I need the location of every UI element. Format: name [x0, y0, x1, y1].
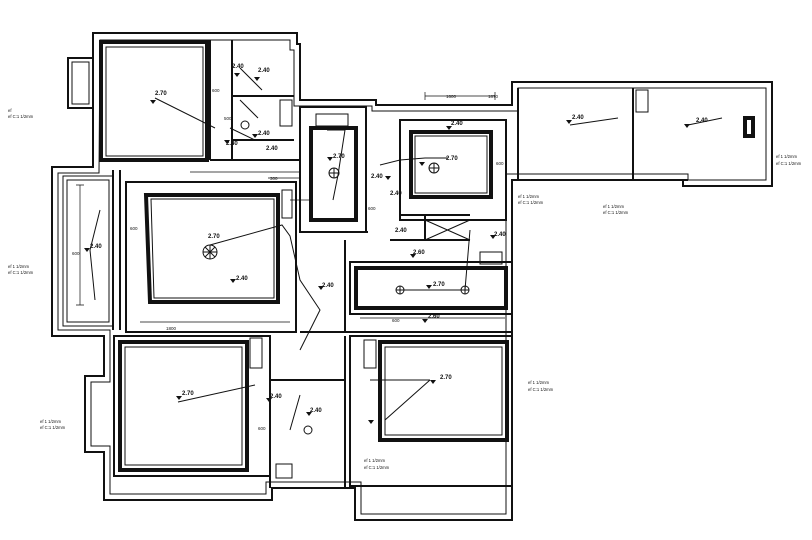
bedroom-sw: [113, 335, 271, 477]
level-label: 2.70: [155, 91, 167, 97]
window-note: ef 1 1/2mm: [40, 419, 61, 424]
level-label: 2.70: [433, 282, 445, 288]
window-note: ef 1 1/2mm: [603, 204, 624, 209]
level-label: 2.40: [451, 121, 463, 127]
level-label: 2.40: [322, 283, 334, 289]
bedroom-nw: [99, 40, 209, 162]
level-label: 2.40: [258, 68, 270, 74]
west-strip-room: [62, 170, 121, 330]
level-label: 2.40: [270, 394, 282, 400]
dimension-label: 600: [258, 426, 266, 431]
outer-walls: [51, 32, 773, 521]
level-label: 2.40: [232, 64, 244, 70]
level-label: 2.40: [90, 244, 102, 250]
kitchen: [390, 119, 507, 241]
level-label: 2.60: [428, 314, 440, 320]
level-label: 2.40: [310, 408, 322, 414]
level-label: 2.40: [395, 228, 407, 234]
level-label: 2.40: [572, 115, 584, 121]
level-label: 2.40: [266, 146, 278, 152]
level-label: 2.40: [236, 276, 248, 282]
dimension-label: 500: [224, 116, 232, 121]
dimension-lines: [76, 92, 505, 323]
dining: [349, 251, 513, 315]
level-label: 2.40: [258, 131, 270, 137]
level-labels: 2.70 2.40 2.40 2.40 2.40 2.40 2.70 2.40 …: [90, 64, 708, 414]
ne-rooms: [517, 88, 755, 181]
dimension-label: 600: [368, 206, 376, 211]
level-label: 2.70: [446, 156, 458, 162]
wiring: [89, 67, 723, 431]
living-room: [125, 181, 297, 333]
window-note: ef C:1 1/2mm: [776, 161, 802, 166]
window-notes: ef ef C:1 1/2mm ef 1 1/2mm ef C:1 1/2mm …: [8, 108, 802, 470]
dimension-label: 1800: [166, 326, 177, 331]
level-label: 2.40: [371, 174, 383, 180]
window-note: ef: [8, 108, 12, 113]
dimension-label: 600: [72, 251, 80, 256]
window-note: ef C:1 1/2mm: [603, 210, 629, 215]
window-note: ef C:1 1/2mm: [8, 114, 34, 119]
window-note: ef 1 1/2mm: [776, 154, 797, 159]
window-note: ef 1 1/2mm: [518, 194, 539, 199]
level-label: 2.70: [440, 375, 452, 381]
window-note: ef C:1 1/2mm: [518, 200, 544, 205]
level-label: 2.60: [413, 250, 425, 256]
level-label: 2.40: [696, 118, 708, 124]
dimension-label: 600: [212, 88, 220, 93]
light-fixtures: [202, 120, 470, 435]
level-label: 2.70: [182, 391, 194, 397]
dimension-label: 1870: [488, 94, 499, 99]
window-note: ef 1 1/2mm: [8, 264, 29, 269]
dimension-label: 600: [130, 226, 138, 231]
dimension-label: 300: [270, 176, 278, 181]
dimension-label: 1600: [446, 94, 457, 99]
window-note: ef C:1 1/2mm: [364, 465, 390, 470]
dimension-label: 600: [392, 318, 400, 323]
dimension-text: 600 500 600 300 600 1600 1870 600 600 18…: [72, 88, 504, 431]
level-label: 2.40: [390, 191, 402, 197]
window-note: ef 1 1/2mm: [528, 380, 549, 385]
north-small-rooms: [209, 40, 300, 161]
window-note: ef C:1 1/2mm: [8, 270, 34, 275]
bath-north: [299, 106, 367, 233]
level-label: 2.70: [208, 234, 220, 240]
level-label: 2.40: [494, 232, 506, 238]
window-note: ef C:1 1/2mm: [40, 425, 66, 430]
bedroom-se: [349, 335, 513, 487]
window-note: ef 1 1/2mm: [364, 458, 385, 463]
dimension-label: 600: [496, 161, 504, 166]
level-markers: [84, 73, 690, 424]
level-label: 2.70: [333, 154, 345, 160]
level-label: 2.40: [226, 141, 238, 147]
window-note: ef C:1 1/2mm: [528, 387, 554, 392]
hall: [300, 231, 512, 333]
